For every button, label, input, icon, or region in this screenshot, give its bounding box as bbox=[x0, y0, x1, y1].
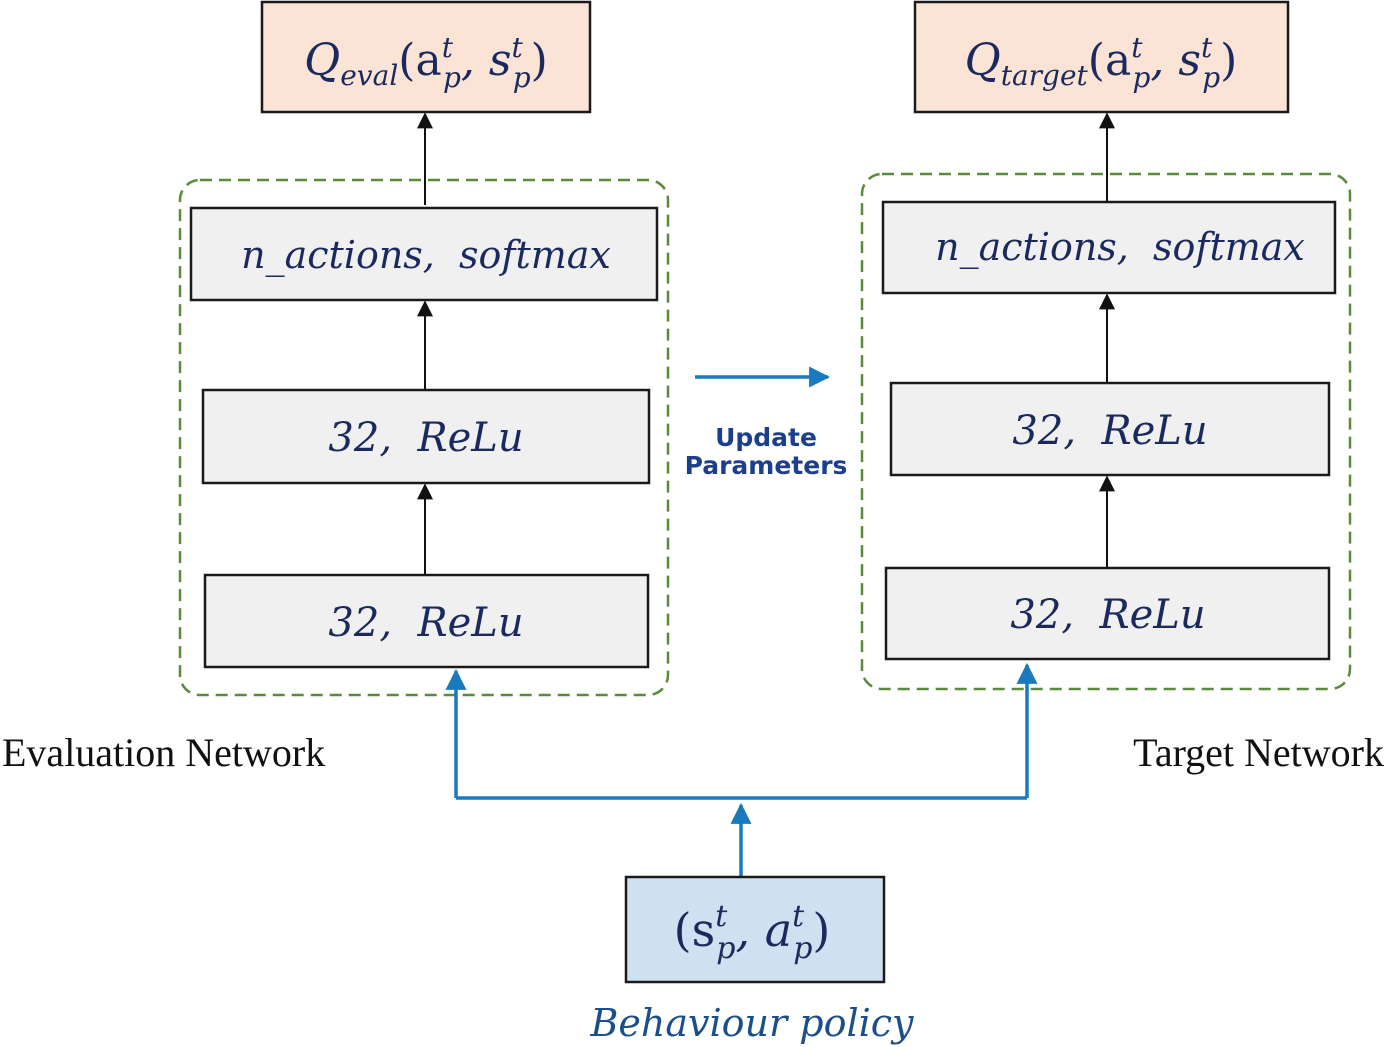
target-output-box bbox=[913, 0, 1290, 114]
target-layer-relu-bottom-label: 32, ReLu bbox=[1010, 592, 1205, 638]
target-layer-relu-mid bbox=[889, 381, 1331, 477]
target-layer-relu-mid-label: 32, ReLu bbox=[1012, 408, 1207, 454]
eval-network-group-border bbox=[178, 178, 670, 697]
target-network-group-border bbox=[860, 172, 1352, 691]
eval-network-caption: Evaluation Network bbox=[2, 730, 325, 775]
target-layer-relu-bottom bbox=[884, 566, 1331, 661]
behaviour-policy-caption: Behaviour policy bbox=[589, 1001, 914, 1045]
target-layer-softmax bbox=[881, 200, 1337, 295]
input-connections bbox=[445, 662, 1038, 877]
eval-layer-relu-bottom bbox=[203, 573, 650, 669]
target-layer-softmax-label: n_actions, softmax bbox=[935, 225, 1305, 270]
eval-layer-relu-mid-label: 32, ReLu bbox=[328, 415, 523, 461]
eval-layer-relu-mid bbox=[201, 388, 651, 485]
eval-layer-relu-bottom-label: 32, ReLu bbox=[328, 600, 523, 646]
update-parameters: Update Parameters bbox=[685, 366, 848, 480]
update-parameters-line2: Parameters bbox=[685, 451, 848, 480]
input-state-action-box bbox=[624, 875, 886, 984]
eval-output-box bbox=[260, 0, 592, 114]
update-parameters-line1: Update bbox=[715, 423, 817, 452]
eval-layer-softmax-label: n_actions, softmax bbox=[241, 233, 611, 278]
target-network-caption: Target Network bbox=[1133, 730, 1384, 775]
eval-layer-softmax bbox=[189, 206, 659, 302]
